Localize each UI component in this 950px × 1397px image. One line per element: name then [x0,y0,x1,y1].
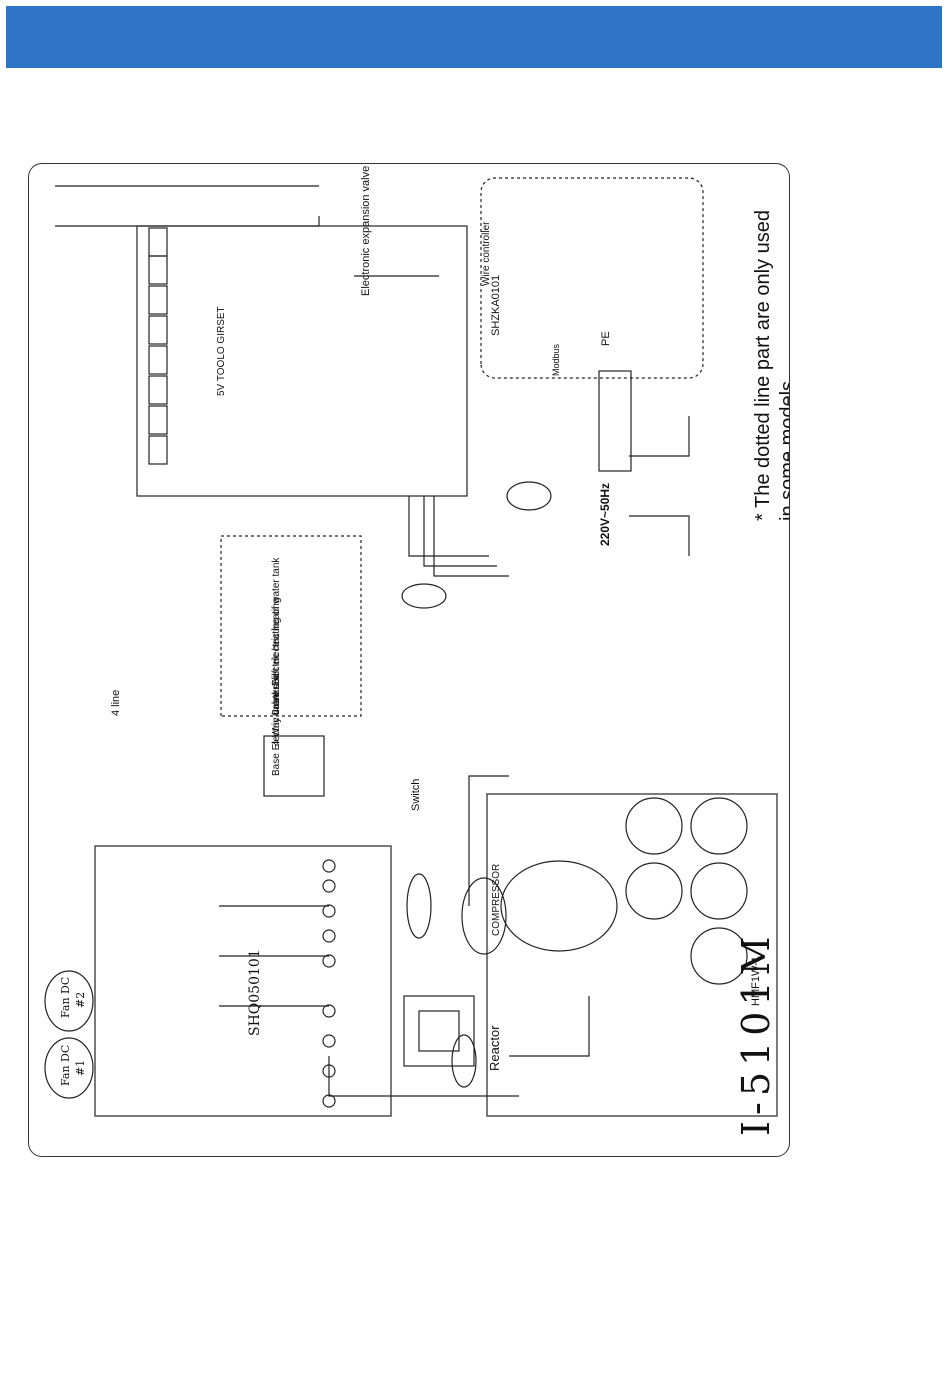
wiring-diagram-frame: I-5101M * The dotted line part are only … [28,163,799,1157]
modbus-label: Modbus [551,343,561,376]
load-4: Electric heating of water tank [271,557,282,686]
modbus-box [480,177,704,379]
model-label: I-5101M [734,931,778,1136]
wire-4line-left [55,216,320,227]
wire-controller-label: Wire controller [481,221,492,286]
fan2-label: Fan DC [59,977,72,1018]
note-line2: in some models [777,381,789,521]
compressor-symbol [461,877,507,955]
wiring-diagram: I-5101M * The dotted line part are only … [44,166,799,1136]
load-3: Crankshaft electric heating [271,598,282,716]
filter-board [486,793,778,1117]
load-2: 4-Way valve coil [271,674,282,746]
fan1-num: #1 [74,1060,87,1076]
reactor-core [403,995,475,1067]
main-board-code: SHZKA0101 [490,275,502,336]
switch-box [263,735,325,797]
fan1-label: Fan DC [59,1045,72,1086]
driver-board [94,845,392,1117]
main-board [136,225,468,497]
expansion-valve-label: Electronic expansion valve [360,166,372,296]
fan-dc-1 [44,1037,94,1099]
driver-board-code: SHQ050101 [247,949,263,1036]
filter-board-ref: HMF1W-1 [750,956,762,1006]
power-label: 220V~50Hz [598,483,612,546]
note-line1: * The dotted line part are only used [752,210,774,521]
line4-left: 4 line [110,690,122,716]
rotated-diagram: I-5101M * The dotted line part are only … [29,164,799,1156]
loads-box [220,535,362,717]
header-bar [6,6,942,68]
fan2-num: #2 [74,992,87,1008]
reactor-label: Reactor [487,1025,502,1071]
fan-dc-2 [44,970,94,1032]
switch-label: Switch [410,779,422,811]
power-pe: PE [600,331,612,346]
compressor-label: COMPRESSOR [491,864,502,936]
main-board-marking: 5V TOOLO GIRSET [216,306,227,396]
power-terminal [598,370,632,472]
load-1: Base Electric heater [271,686,282,776]
